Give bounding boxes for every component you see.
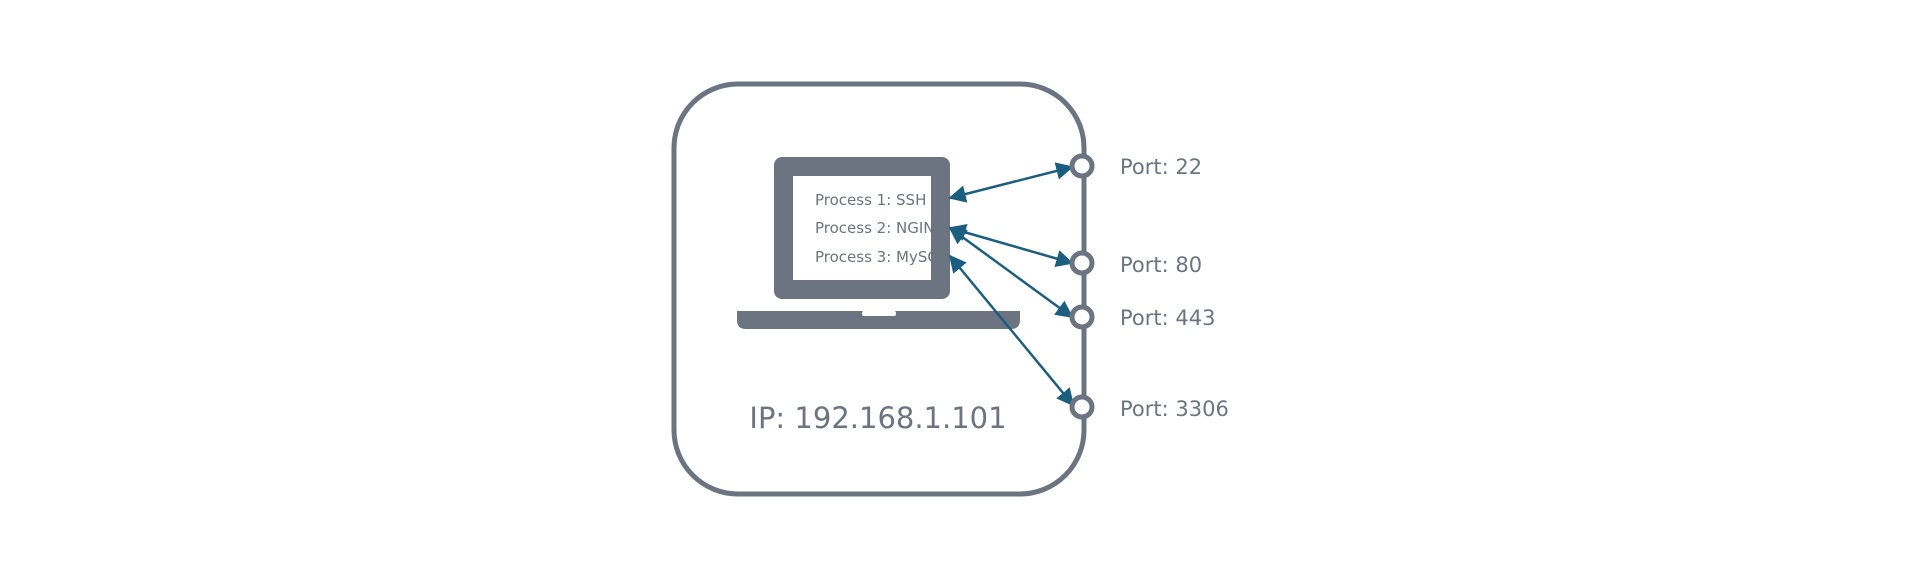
connection-arrow-mysql-3306 <box>948 254 1075 407</box>
connection-arrow-ssh-22 <box>948 162 1074 203</box>
port-label-443: Port: 443 <box>1120 306 1215 330</box>
port-label-22: Port: 22 <box>1120 155 1202 179</box>
connection-arrow-nginx-443 <box>948 226 1074 319</box>
laptop-icon <box>737 157 1020 329</box>
port-node-443 <box>1069 304 1095 330</box>
port-label-3306: Port: 3306 <box>1120 397 1229 421</box>
process-label-nginx: Process 2: NGINX <box>815 219 945 237</box>
laptop-notch <box>862 311 896 316</box>
port-label-80: Port: 80 <box>1120 253 1202 277</box>
process-label-mysql: Process 3: MySQL <box>815 248 948 266</box>
laptop-screen <box>793 176 931 280</box>
connection-arrow-nginx-80 <box>948 223 1074 268</box>
port-node-3306 <box>1069 394 1095 420</box>
port-node-80 <box>1069 250 1095 276</box>
ip-address-label: IP: 192.168.1.101 <box>749 401 1006 435</box>
host-box <box>671 81 1087 497</box>
port-node-22 <box>1069 153 1095 179</box>
process-label-ssh: Process 1: SSH <box>815 191 926 209</box>
